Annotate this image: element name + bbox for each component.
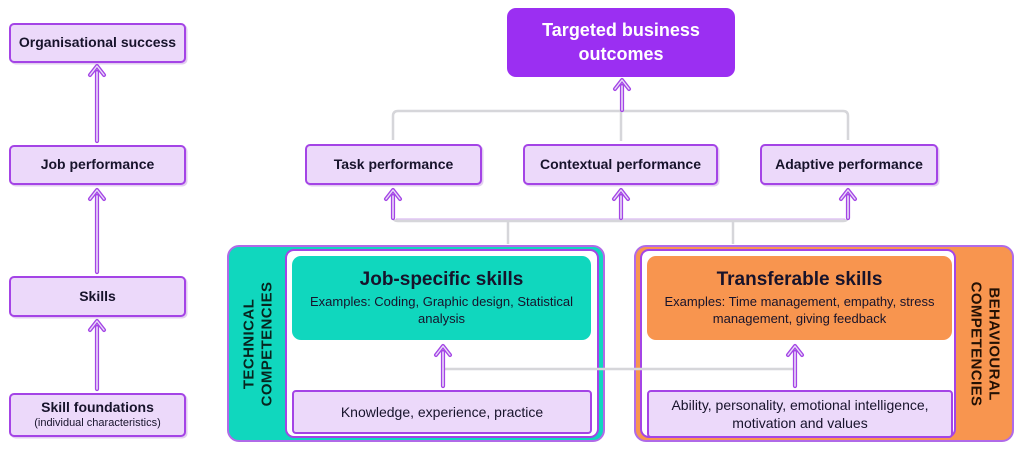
box-label: Organisational success	[18, 34, 177, 51]
box-label: Skill foundations	[41, 398, 154, 415]
box-contextual-performance: Contextual performance	[523, 144, 718, 185]
arrow-into-adaptive-performance	[839, 188, 857, 221]
card-job-specific-skills: Job-specific skills Examples: Coding, Gr…	[292, 256, 591, 340]
box-label: Adaptive performance	[775, 155, 923, 172]
box-label: Job performance	[40, 156, 155, 173]
panel-behavioural-competencies: Transferable skills Examples: Time manag…	[634, 245, 1014, 442]
behavioural-side-label-text: BEHAVIOURAL COMPETENCIES	[967, 281, 1003, 406]
behavioural-side-label: BEHAVIOURAL COMPETENCIES	[956, 247, 1012, 440]
arrow-into-contextual-performance	[612, 188, 630, 221]
technical-side-label: TECHNICAL COMPETENCIES	[229, 247, 287, 440]
box-label: Knowledge, experience, practice	[340, 403, 544, 420]
box-skill-foundations: Skill foundations (individual characteri…	[9, 393, 186, 437]
box-knowledge-experience-practice: Knowledge, experience, practice	[292, 390, 592, 434]
card-title: Transferable skills	[716, 268, 883, 290]
arrow-into-task-performance	[384, 188, 402, 221]
box-label: Ability, personality, emotional intellig…	[671, 396, 929, 431]
arrow-skills-to-job	[88, 188, 106, 275]
arrow-job-to-organisational	[88, 64, 106, 144]
upper-connector-line	[391, 109, 850, 140]
box-label: Task performance	[333, 155, 454, 172]
card-transferable-skills: Transferable skills Examples: Time manag…	[647, 256, 952, 340]
behavioural-white-card: Transferable skills Examples: Time manag…	[640, 249, 956, 438]
card-examples: Examples: Coding, Graphic design, Statis…	[309, 293, 573, 326]
panel-technical-competencies: TECHNICAL COMPETENCIES Job-specific skil…	[227, 245, 605, 442]
box-adaptive-performance: Adaptive performance	[760, 144, 938, 185]
box-ability-personality: Ability, personality, emotional intellig…	[647, 390, 953, 438]
box-job-performance: Job performance	[9, 145, 186, 185]
box-skills: Skills	[9, 276, 186, 317]
card-title: Job-specific skills	[359, 268, 524, 290]
technical-side-label-text: TECHNICAL COMPETENCIES	[240, 281, 276, 406]
technical-white-card: Job-specific skills Examples: Coding, Gr…	[285, 249, 599, 438]
box-task-performance: Task performance	[305, 144, 482, 185]
box-sublabel: (individual characteristics)	[34, 417, 161, 430]
box-label: Skills	[79, 287, 116, 304]
arrow-foundations-to-skills	[88, 319, 106, 392]
box-targeted-business-outcomes: Targeted business outcomes	[507, 8, 735, 77]
lower-connector-line	[391, 200, 850, 223]
box-organisational-success: Organisational success	[9, 23, 186, 63]
box-label: Contextual performance	[539, 155, 702, 172]
card-examples: Examples: Time management, empathy, stre…	[664, 293, 935, 326]
arrow-into-targeted-outcomes	[613, 78, 631, 113]
box-label: Targeted business outcomes	[542, 20, 700, 64]
